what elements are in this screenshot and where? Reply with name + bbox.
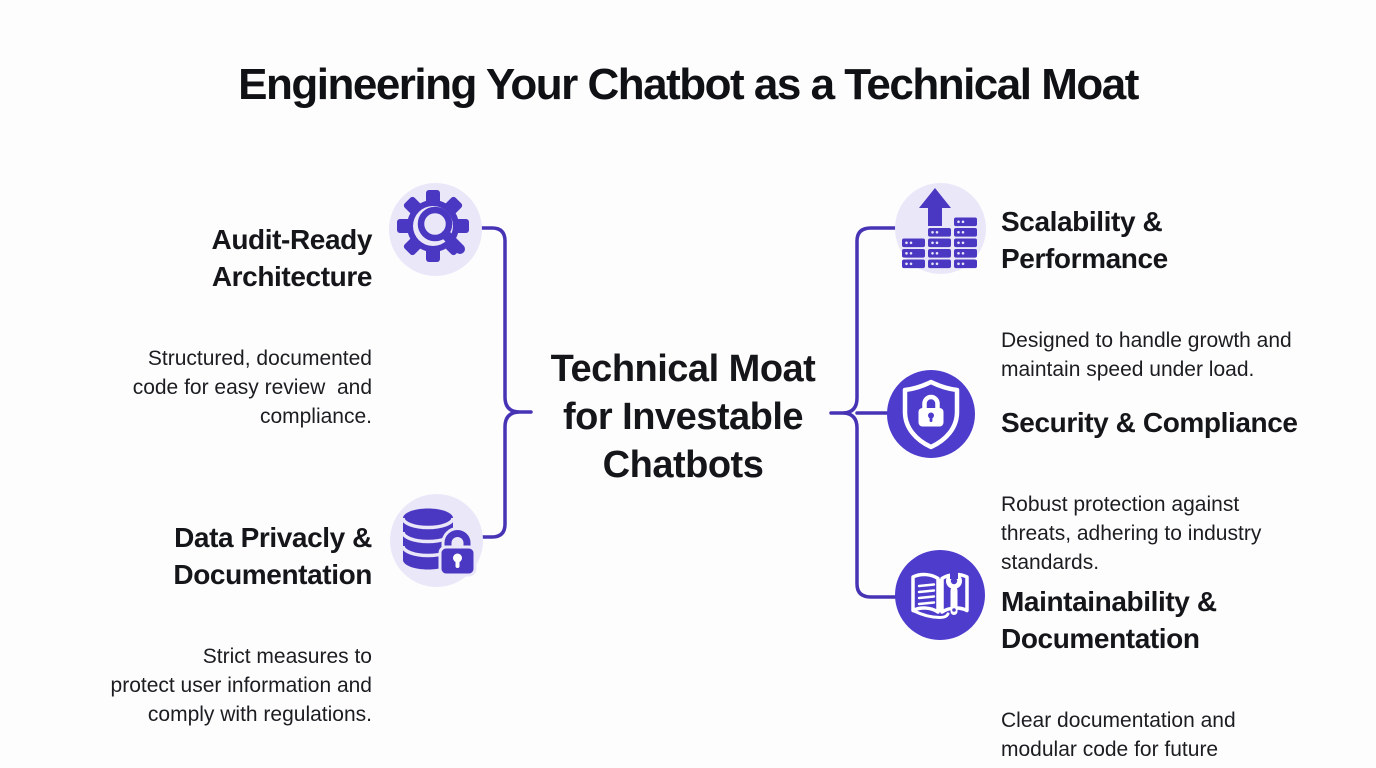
- item-data-privacy-documentation: Data Privacly & Documentation Strict mea…: [27, 484, 373, 766]
- item-audit-ready-architecture: Audit-Ready Architecture Structured, doc…: [42, 186, 373, 468]
- item-heading: Security & Compliance: [1001, 407, 1298, 438]
- item-body: Structured, documented code for easy rev…: [132, 346, 372, 428]
- connector-brace-left-top: [479, 226, 533, 414]
- item-security-compliance: Security & Compliance Robust protection …: [1001, 369, 1346, 614]
- connector-brace-right-bottom: [842, 411, 901, 599]
- shield-lock-icon: [887, 370, 975, 458]
- page-title: Engineering Your Chatbot as a Technical …: [238, 60, 1139, 109]
- connector-brace-right-top: [829, 226, 899, 415]
- servers-growth-arrow-icon: [895, 183, 986, 274]
- item-heading: Data Privacly & Documentation: [173, 522, 372, 590]
- item-body: Robust protection against threats, adher…: [1001, 492, 1262, 574]
- item-heading: Audit-Ready Architecture: [211, 224, 373, 292]
- connector-brace-left-bottom: [480, 410, 520, 539]
- item-heading: Scalability & Performance: [1001, 206, 1168, 274]
- item-scalability-performance: Scalability & Performance Designed to ha…: [1001, 168, 1351, 421]
- book-wrench-icon: [895, 550, 985, 640]
- center-node-label: Technical Moat for Investable Chatbots: [550, 348, 816, 486]
- item-body: Designed to handle growth and maintain s…: [1001, 328, 1292, 381]
- item-body: Clear documentation and modular code for…: [1001, 708, 1236, 768]
- item-body: Strict measures to protect user informat…: [110, 644, 372, 726]
- item-maintainability-documentation: Maintainability & Documentation Clear do…: [1001, 548, 1346, 768]
- item-heading: Maintainability & Documentation: [1001, 586, 1217, 654]
- gear-magnifier-icon: [389, 183, 482, 276]
- database-lock-icon: [390, 494, 483, 587]
